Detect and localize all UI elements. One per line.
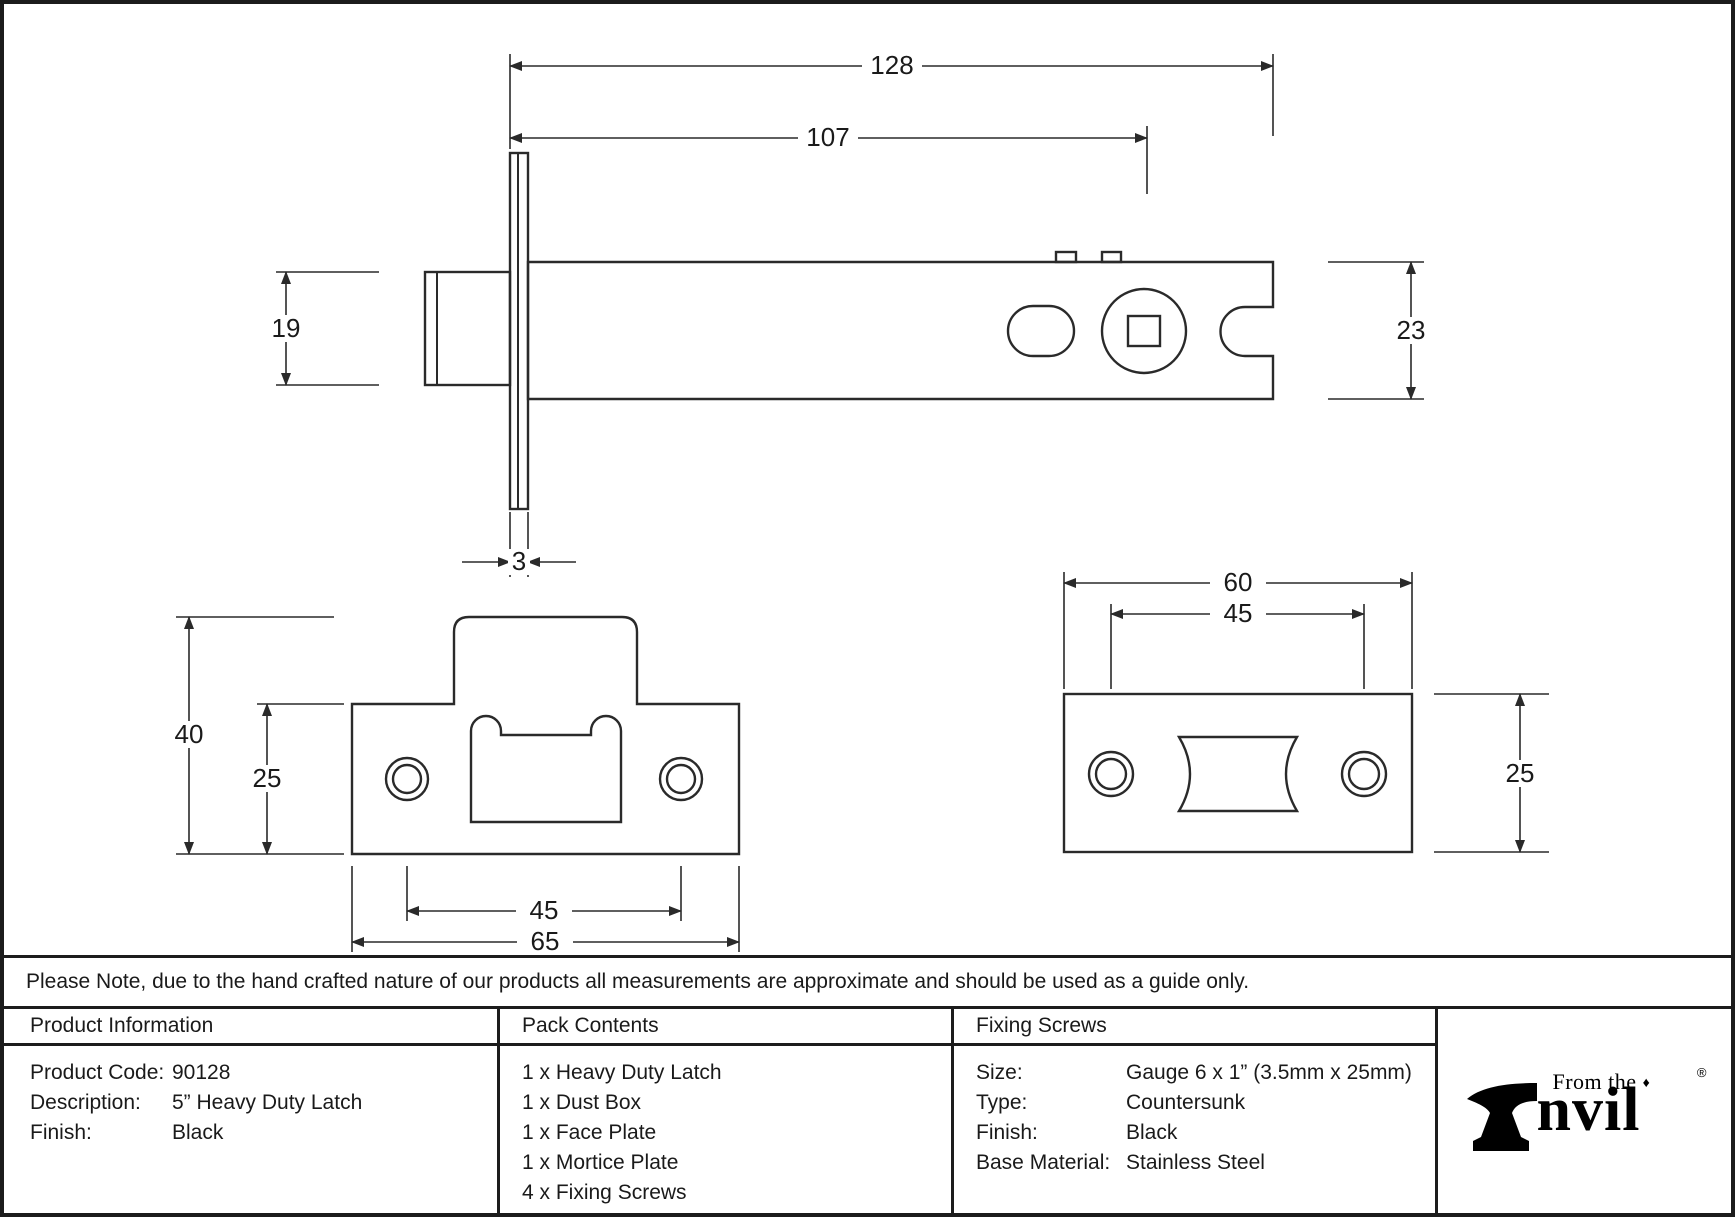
measurement-note: Please Note, due to the hand crafted nat… (4, 955, 1731, 1009)
list-item: 1 x Heavy Duty Latch (522, 1061, 722, 1084)
table-row: Finish: Black (976, 1118, 1435, 1148)
brand-logo-cell: From the ♦ nvil ® (1435, 1009, 1731, 1213)
mortice-plate-dimensions (1063, 572, 1549, 853)
finish-value: Black (172, 1121, 224, 1144)
mortice-screw-hole-left (1087, 750, 1135, 798)
fixing-screws-header: Fixing Screws (954, 1009, 1435, 1046)
dim-40-label: 40 (175, 719, 204, 749)
technical-drawing: 128 107 19 23 3 (167, 50, 1549, 955)
face-plate-dimension-labels: 40 25 45 65 (167, 719, 573, 955)
list-item: 1 x Dust Box (522, 1091, 642, 1114)
table-row: Description: 5” Heavy Duty Latch (30, 1088, 497, 1118)
table-row: Base Material: Stainless Steel (976, 1148, 1435, 1178)
screw-finish-label: Finish: (976, 1121, 1038, 1144)
type-value: Countersunk (1126, 1091, 1246, 1114)
latch-case (526, 260, 1275, 401)
dim-45-mortice-label: 45 (1224, 598, 1253, 628)
dim-45-faceplate-label: 45 (530, 895, 559, 925)
oval-hole (1006, 304, 1076, 358)
spec-table: Product Information Product Code: 90128 … (4, 1009, 1731, 1213)
face-plate-screw-hole-left (384, 756, 430, 802)
mortice-plate-opening (1176, 735, 1300, 813)
measurement-note-text: Please Note, due to the hand crafted nat… (26, 970, 1250, 993)
dim-25-faceplate-label: 25 (253, 763, 282, 793)
table-row: Finish: Black (30, 1118, 497, 1148)
case-lug-right (1100, 250, 1123, 264)
base-material-label: Base Material: (976, 1151, 1111, 1174)
dim-128-label: 128 (870, 50, 913, 80)
table-row: Product Code: 90128 (30, 1058, 497, 1088)
description-value: 5” Heavy Duty Latch (172, 1091, 363, 1114)
table-row: Size: Gauge 6 x 1” (3.5mm x 25mm) (976, 1058, 1435, 1088)
case-lug-left (1054, 250, 1078, 264)
latch-bolt (423, 270, 512, 387)
mortice-plate-outline (1062, 692, 1414, 854)
dim-19-label: 19 (272, 313, 301, 343)
fixing-screws-column: Fixing Screws Size: Gauge 6 x 1” (3.5mm … (951, 1009, 1435, 1213)
table-row: Type: Countersunk (976, 1088, 1435, 1118)
size-label: Size: (976, 1061, 1023, 1084)
product-information-header: Product Information (4, 1009, 497, 1046)
mortice-screw-hole-right (1340, 750, 1388, 798)
finish-label: Finish: (30, 1121, 92, 1144)
from-the-anvil-logo: From the ♦ nvil ® (1463, 1065, 1707, 1161)
list-item: 1 x Face Plate (522, 1121, 657, 1144)
spindle-square-hole (1126, 314, 1162, 348)
anvil-icon (1466, 1083, 1537, 1151)
screw-finish-value: Black (1126, 1121, 1178, 1144)
latch-side-view (423, 151, 1275, 511)
face-plate-latch-opening (469, 714, 623, 824)
follower-circle (1100, 287, 1188, 375)
product-code-value: 90128 (172, 1061, 231, 1084)
dim-107-label: 107 (806, 122, 849, 152)
product-code-label: Product Code: (30, 1061, 165, 1084)
logo-word: nvil (1536, 1076, 1641, 1144)
description-label: Description: (30, 1091, 141, 1114)
pack-contents-header: Pack Contents (500, 1009, 951, 1046)
face-plate-outline (350, 615, 741, 856)
registered-trademark-icon: ® (1696, 1065, 1707, 1080)
list-item: 1 x Mortice Plate (522, 1151, 679, 1174)
face-plate-view (350, 615, 741, 856)
base-material-value: Stainless Steel (1126, 1151, 1265, 1174)
mortice-plate-view (1062, 692, 1414, 854)
dim-23-label: 23 (1397, 315, 1426, 345)
logo-prefix: From the (1552, 1069, 1637, 1094)
face-plate-screw-hole-right (658, 756, 704, 802)
dim-60-label: 60 (1224, 567, 1253, 597)
logo-from-the-text: From the ♦ (1553, 1069, 1651, 1095)
pack-contents-column: Pack Contents 1 x Heavy Duty Latch 1 x D… (497, 1009, 951, 1213)
mortice-plate-dimension-labels: 60 45 25 (1210, 567, 1542, 788)
diamond-icon: ♦ (1642, 1076, 1651, 1091)
top-view-dimension-labels: 128 107 19 23 3 (264, 50, 1433, 576)
dim-25-mortice-label: 25 (1506, 758, 1535, 788)
type-label: Type: (976, 1091, 1028, 1114)
product-information-column: Product Information Product Code: 90128 … (4, 1009, 497, 1213)
list-item: 4 x Fixing Screws (522, 1181, 687, 1204)
size-value: Gauge 6 x 1” (3.5mm x 25mm) (1126, 1061, 1412, 1084)
dim-65-label: 65 (531, 926, 560, 955)
dim-3-label: 3 (512, 546, 526, 576)
